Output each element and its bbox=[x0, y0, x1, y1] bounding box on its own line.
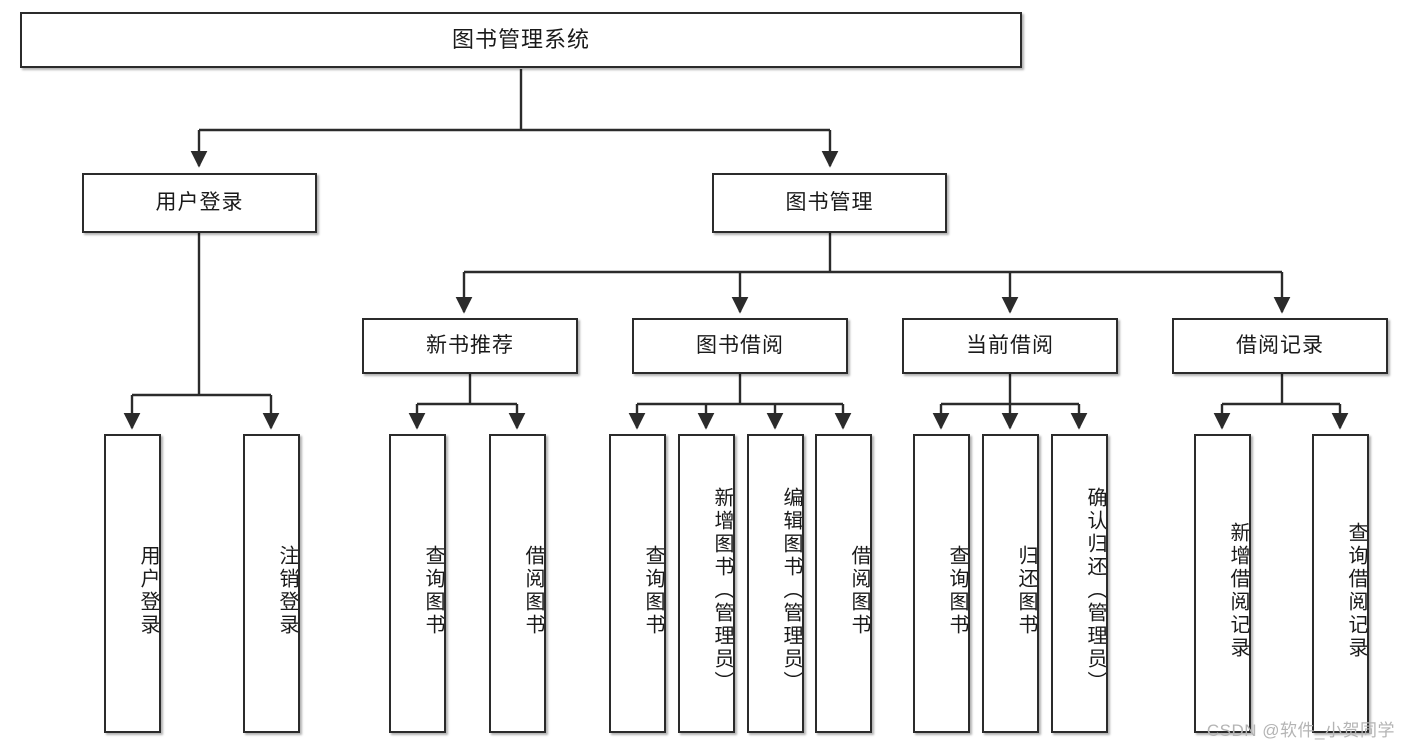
node-book-manage-label: 图书管理 bbox=[785, 191, 874, 215]
node-user-login[interactable]: 用户登录 bbox=[82, 173, 317, 233]
node-leaf-borrow-book-1[interactable]: 借阅图书 bbox=[489, 434, 546, 733]
node-root-label: 图书管理系统 bbox=[451, 26, 590, 52]
node-leaf-query-book-2[interactable]: 查询图书 bbox=[609, 434, 666, 733]
node-leaf-return-book-label: 归还图书 bbox=[1015, 544, 1037, 637]
node-leaf-add-book-label: 新增图书（管理员） bbox=[711, 487, 733, 694]
node-leaf-query-book-3[interactable]: 查询图书 bbox=[913, 434, 970, 733]
watermark: CSDN @软件_小贺同学 bbox=[1206, 721, 1395, 740]
node-current-borrow[interactable]: 当前借阅 bbox=[902, 318, 1118, 374]
node-leaf-add-record-label: 新增借阅记录 bbox=[1227, 521, 1249, 660]
node-book-manage[interactable]: 图书管理 bbox=[712, 173, 947, 233]
node-leaf-user-login-label: 用户登录 bbox=[137, 544, 159, 637]
node-leaf-logout[interactable]: 注销登录 bbox=[243, 434, 300, 733]
node-user-login-label: 用户登录 bbox=[155, 191, 244, 215]
node-leaf-borrow-book-2-label: 借阅图书 bbox=[848, 544, 870, 637]
node-borrow-record[interactable]: 借阅记录 bbox=[1172, 318, 1388, 374]
node-book-borrow[interactable]: 图书借阅 bbox=[632, 318, 848, 374]
node-leaf-borrow-book-1-label: 借阅图书 bbox=[522, 544, 544, 637]
node-leaf-query-book-1[interactable]: 查询图书 bbox=[389, 434, 446, 733]
node-root[interactable]: 图书管理系统 bbox=[20, 12, 1022, 68]
node-leaf-edit-book[interactable]: 编辑图书（管理员） bbox=[747, 434, 804, 733]
node-leaf-return-book[interactable]: 归还图书 bbox=[982, 434, 1039, 733]
node-leaf-user-login[interactable]: 用户登录 bbox=[104, 434, 161, 733]
node-leaf-query-book-1-label: 查询图书 bbox=[422, 544, 444, 637]
node-leaf-query-record[interactable]: 查询借阅记录 bbox=[1312, 434, 1369, 733]
node-leaf-add-book[interactable]: 新增图书（管理员） bbox=[678, 434, 735, 733]
node-leaf-logout-label: 注销登录 bbox=[276, 544, 298, 637]
node-current-borrow-label: 当前借阅 bbox=[966, 334, 1054, 358]
node-leaf-query-book-3-label: 查询图书 bbox=[946, 544, 968, 637]
node-borrow-record-label: 借阅记录 bbox=[1236, 334, 1324, 358]
node-leaf-confirm-return[interactable]: 确认归还（管理员） bbox=[1051, 434, 1108, 733]
node-leaf-borrow-book-2[interactable]: 借阅图书 bbox=[815, 434, 872, 733]
node-leaf-confirm-return-label: 确认归还（管理员） bbox=[1084, 487, 1106, 694]
node-leaf-edit-book-label: 编辑图书（管理员） bbox=[780, 487, 802, 694]
node-leaf-query-book-2-label: 查询图书 bbox=[642, 544, 664, 637]
node-book-borrow-label: 图书借阅 bbox=[696, 334, 784, 358]
node-new-book-rec[interactable]: 新书推荐 bbox=[362, 318, 578, 374]
node-leaf-query-record-label: 查询借阅记录 bbox=[1345, 521, 1367, 660]
node-new-book-rec-label: 新书推荐 bbox=[426, 334, 514, 358]
node-leaf-add-record[interactable]: 新增借阅记录 bbox=[1194, 434, 1251, 733]
